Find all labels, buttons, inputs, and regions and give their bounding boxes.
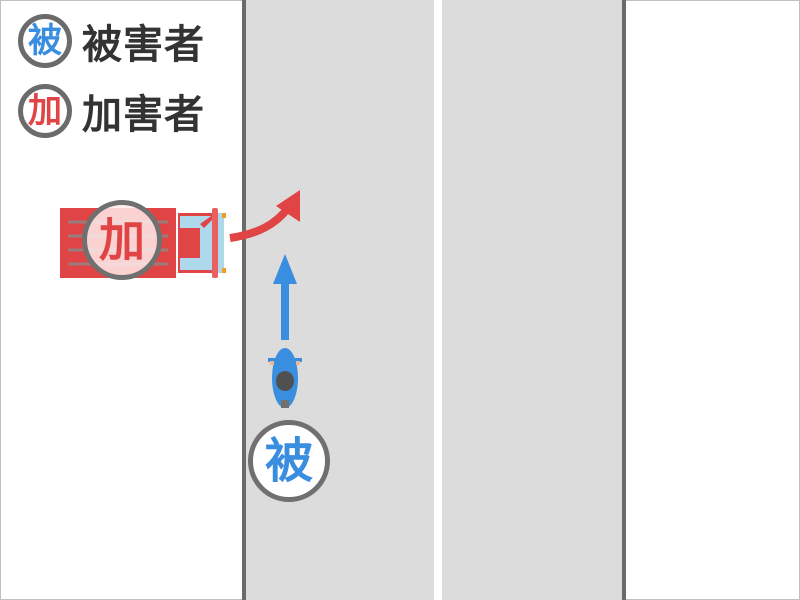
legend-offender: 加 加害者 bbox=[18, 82, 205, 140]
victim-badge: 被 bbox=[18, 14, 72, 68]
motorcycle-icon bbox=[268, 348, 302, 408]
victim-marker: 被 bbox=[248, 420, 330, 502]
road-center-line bbox=[434, 0, 442, 600]
legend-victim: 被 被害者 bbox=[18, 12, 205, 70]
road-right-edge-line bbox=[622, 0, 626, 600]
truck-turn-arrow-icon bbox=[229, 190, 300, 242]
motorcycle-straight-arrow-icon bbox=[273, 254, 297, 340]
victim-label: 被害者 bbox=[82, 22, 205, 68]
road-left-edge-line bbox=[242, 0, 246, 600]
offender-marker: 加 bbox=[82, 200, 162, 280]
offender-badge: 加 bbox=[18, 84, 72, 138]
offender-label: 加害者 bbox=[82, 92, 205, 138]
